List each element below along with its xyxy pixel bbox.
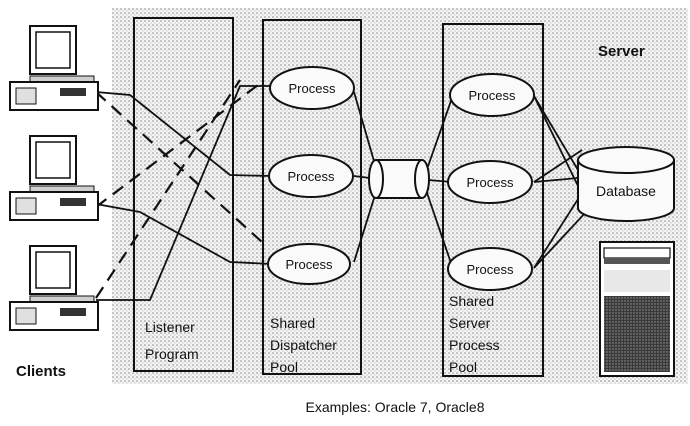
server-process-3: Process xyxy=(448,248,532,290)
svg-text:Database: Database xyxy=(596,183,656,199)
database-cylinder: Database xyxy=(578,147,674,221)
listener-label-line1: Listener xyxy=(145,319,195,335)
clients-label: Clients xyxy=(16,363,66,380)
server-process-1: Process xyxy=(450,74,534,116)
server-pool-label-line2: Server xyxy=(449,315,491,331)
client-computer-icon xyxy=(10,26,98,110)
dispatcher-process-1: Process xyxy=(270,67,354,109)
dispatcher-label-line2: Dispatcher xyxy=(270,337,337,353)
client-computer-icon xyxy=(10,136,98,220)
server-tower-icon xyxy=(600,242,674,376)
server-pool-label-line1: Shared xyxy=(449,293,494,309)
svg-text:Process: Process xyxy=(467,262,514,277)
svg-text:Process: Process xyxy=(289,81,336,96)
svg-text:Process: Process xyxy=(467,175,514,190)
request-queue-cylinder xyxy=(369,160,429,198)
svg-text:Process: Process xyxy=(469,88,516,103)
figure-caption: Examples: Oracle 7, Oracle8 xyxy=(306,399,485,415)
server-label: Server xyxy=(598,43,645,60)
listener-label-line2: Program xyxy=(145,346,199,362)
dispatcher-process-3: Process xyxy=(268,244,350,284)
svg-text:Process: Process xyxy=(288,169,335,184)
server-process-2: Process xyxy=(448,161,532,203)
server-pool-label-line3: Process xyxy=(449,337,500,353)
client-computer-icon xyxy=(10,246,98,330)
dispatcher-process-2: Process xyxy=(269,155,353,197)
server-pool-label-line4: Pool xyxy=(449,359,477,375)
svg-text:Process: Process xyxy=(286,257,333,272)
dispatcher-label-line3: Pool xyxy=(270,359,298,375)
dispatcher-label-line1: Shared xyxy=(270,315,315,331)
